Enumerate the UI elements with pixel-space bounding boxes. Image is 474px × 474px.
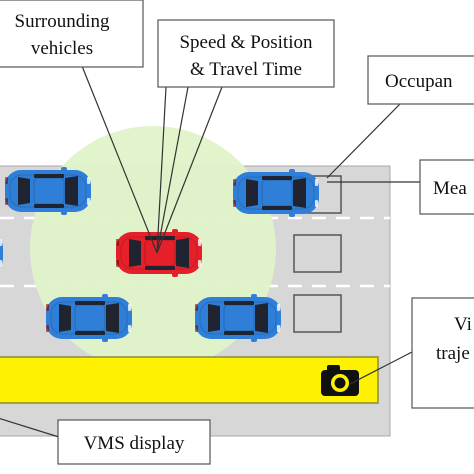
callout-measure: Mea — [419, 159, 474, 215]
speed-label-line1: Speed & Position — [179, 32, 313, 53]
vms-display-bar — [0, 356, 379, 404]
surrounding-label-line2: vehicles — [31, 38, 93, 59]
camera-icon — [321, 365, 359, 396]
surrounding-car-top-left — [4, 166, 92, 216]
lane-detector-box-1 — [293, 234, 342, 273]
vms-label: VMS display — [84, 433, 185, 454]
surrounding-label-line1: Surrounding — [15, 11, 111, 32]
measured-car-top-right — [232, 168, 320, 218]
lane-detector-box-2 — [293, 294, 342, 333]
callout-video: Vi traje — [411, 297, 474, 409]
surrounding-car-bottom-left — [45, 293, 133, 343]
occupancy-label: Occupan — [385, 71, 453, 92]
callout-surrounding-vehicles: Surrounding vehicles — [0, 0, 144, 68]
speed-label-line2: & Travel Time — [190, 59, 302, 80]
surrounding-car-bottom-right — [194, 293, 282, 343]
callout-occupancy: Occupan — [367, 55, 474, 105]
video-label-line1: Vi — [454, 314, 472, 335]
callout-vms-display: VMS display — [57, 419, 211, 465]
ego-car — [115, 228, 203, 278]
video-label-line2: traje — [436, 343, 470, 364]
callout-speed-position: Speed & Position & Travel Time — [157, 19, 335, 88]
leader-lines — [0, 65, 420, 439]
measure-label: Mea — [433, 178, 467, 199]
